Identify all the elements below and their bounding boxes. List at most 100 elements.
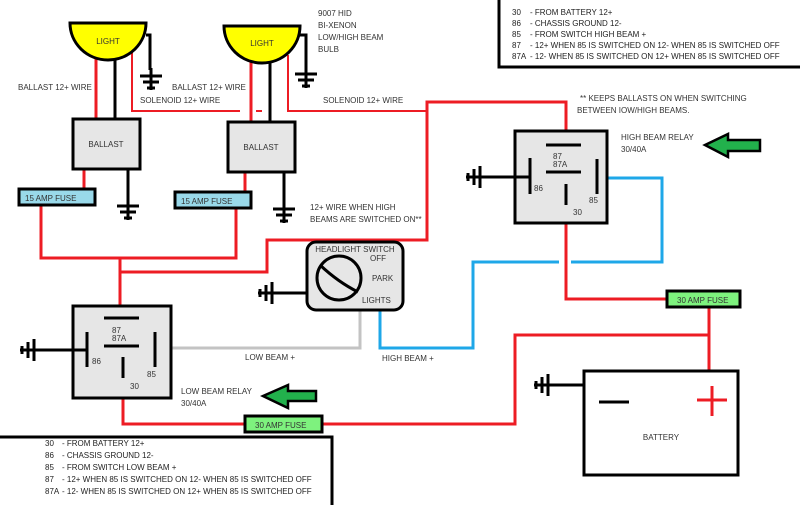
high-beam-wire-label: HIGH BEAM + (382, 354, 434, 363)
fuse-15a-right-label: 15 AMP FUSE (181, 197, 232, 206)
legend-high-desc: - 12- WHEN 85 IS SWITCHED ON 12+ WHEN 85… (530, 52, 780, 61)
switch-knob[interactable] (315, 254, 363, 302)
legend-high-pin: 85 (512, 30, 521, 39)
solenoid-wire-label-right: SOLENOID 12+ WIRE (323, 96, 403, 105)
fuse-15a-left-label: 15 AMP FUSE (25, 194, 76, 203)
ballast-right: BALLAST (226, 120, 297, 174)
legend-high-beam-rows: 30 - FROM BATTERY 12+ 86 - CHASSIS GROUN… (512, 8, 780, 61)
arrow-left-icon (702, 132, 762, 160)
ballast-wire-label-right: BALLAST 12+ WIRE (172, 83, 246, 92)
legend-high-desc: - CHASSIS GROUND 12- (530, 19, 622, 28)
bulb-note-line-2: BI-XENON (318, 21, 357, 30)
switch-title: HEADLIGHT SWITCH (315, 245, 395, 254)
low-beam-wire (153, 311, 362, 350)
battery-label: BATTERY (643, 433, 680, 442)
high-relay-pin-30: 30 (573, 208, 582, 217)
solenoid-wire-label-left: SOLENOID 12+ WIRE (140, 96, 220, 105)
ballast-right-label: BALLAST (243, 143, 278, 152)
legend-high-desc: - FROM BATTERY 12+ (530, 8, 613, 17)
legend-high-beam (497, 0, 800, 69)
ground-icon (532, 372, 558, 398)
high-relay-rating: 30/40A (621, 145, 647, 154)
ground-icon (271, 199, 297, 225)
fuse-15a-right: 15 AMP FUSE (173, 190, 253, 210)
fuse-30a-low-label: 30 AMP FUSE (255, 421, 306, 430)
legend-high-pin: 86 (512, 19, 521, 28)
battery: BATTERY (582, 369, 740, 477)
legend-high-pin: 87A (512, 52, 527, 61)
legend-high-pin: 30 (512, 8, 521, 17)
low-relay-rating: 30/40A (181, 399, 207, 408)
ground-icon (18, 337, 44, 363)
legend-low-pin: 30 (45, 439, 54, 448)
low-relay-pin-30: 30 (130, 382, 139, 391)
fuse-15a-left: 15 AMP FUSE (17, 187, 97, 207)
light-left-label: LIGHT (96, 37, 120, 46)
switch-pos-lights: LIGHTS (362, 296, 391, 305)
legend-low-desc: - 12+ WHEN 85 IS SWITCHED ON 12- WHEN 85… (62, 475, 312, 484)
bulb-note-line-3: LOW/HIGH BEAM (318, 33, 384, 42)
switch-pos-off: OFF (370, 254, 386, 263)
headlight-switch[interactable]: HEADLIGHT SWITCH OFF PARK LIGHTS (305, 240, 405, 312)
keep-ballasts-note-2: BETWEEN IOW/HIGH BEAMS. (577, 106, 689, 115)
low-beam-wire-label: LOW BEAM + (245, 353, 295, 362)
legend-low-beam (0, 435, 334, 505)
high-relay-pin-85: 85 (589, 196, 598, 205)
battery-feed-wire-low (340, 333, 709, 426)
high-relay-pin-87a: 87A (553, 160, 568, 169)
legend-high-desc: - FROM SWITCH HIGH BEAM + (530, 30, 647, 39)
wire-to-high-relay-87 (425, 100, 568, 146)
ground-icon (115, 196, 141, 222)
legend-high-desc: - 12+ WHEN 85 IS SWITCHED ON 12- WHEN 85… (530, 41, 780, 50)
ballast-wire-label-left: BALLAST 12+ WIRE (18, 83, 92, 92)
solenoid-wire-right (287, 55, 427, 112)
bulb-note-line-4: BULB (318, 45, 339, 54)
legend-low-pin: 87 (45, 475, 54, 484)
fuse-30a-high: 30 AMP FUSE (665, 289, 742, 309)
legend-low-beam-rows: 30 - FROM BATTERY 12+ 86 - CHASSIS GROUN… (45, 439, 312, 496)
low-relay-pin-87a: 87A (112, 334, 127, 343)
legend-high-pin: 87 (512, 41, 521, 50)
bulb-note-line-1: 9007 HID (318, 9, 352, 18)
legend-low-desc: - 12- WHEN 85 IS SWITCHED ON 12+ WHEN 85… (62, 487, 312, 496)
arrow-left-icon (260, 383, 318, 410)
high-relay-pin-86: 86 (534, 184, 543, 193)
high-beam-relay: 87 87A 86 85 30 (513, 129, 609, 225)
ballast-left: BALLAST (71, 117, 142, 171)
low-relay-title: LOW BEAM RELAY (181, 387, 253, 396)
low-beam-relay: 87 87A 86 85 30 (71, 304, 173, 400)
ground-icon (464, 164, 490, 190)
high-relay-pin-87: 87 (553, 152, 562, 161)
ground-icon (256, 280, 282, 306)
ballast-left-label: BALLAST (88, 140, 123, 149)
high-relay-title: HIGH BEAM RELAY (621, 133, 694, 142)
legend-low-pin: 86 (45, 451, 54, 460)
high-beam-12v-wire (120, 111, 429, 274)
light-right: LIGHT (222, 24, 302, 65)
light-left-ground-wire (146, 33, 152, 70)
low-relay-pin-85: 85 (147, 370, 156, 379)
high-beam-wire-note-1: 12+ WIRE WHEN HIGH (310, 203, 396, 212)
legend-low-desc: - FROM BATTERY 12+ (62, 439, 145, 448)
high-beam-wire-relay (571, 176, 664, 264)
low-relay-pin-87: 87 (112, 326, 121, 335)
light-right-label: LIGHT (250, 39, 274, 48)
legend-low-pin: 85 (45, 463, 54, 472)
switch-pos-park: PARK (372, 274, 394, 283)
legend-low-pin: 87A (45, 487, 60, 496)
fuse-bus-wire (39, 205, 238, 260)
solenoid-wire-left (131, 52, 240, 112)
legend-low-desc: - CHASSIS GROUND 12- (62, 451, 154, 460)
fuse-30a-low: 30 AMP FUSE (243, 414, 324, 434)
ground-icon (293, 64, 319, 90)
high-beam-wire-note-2: BEAMS ARE SWITCHED ON** (310, 215, 422, 224)
light-left: LIGHT (68, 21, 148, 62)
ground-icon (138, 66, 164, 92)
fuse-30a-high-label: 30 AMP FUSE (677, 296, 728, 305)
light-right-ground-wire (300, 33, 308, 70)
high-beam-wire-switch (378, 260, 559, 350)
legend-low-desc: - FROM SWITCH LOW BEAM + (62, 463, 177, 472)
low-relay-pin-86: 86 (92, 357, 101, 366)
keep-ballasts-note-1: ** KEEPS BALLASTS ON WHEN SWITCHING (580, 94, 747, 103)
